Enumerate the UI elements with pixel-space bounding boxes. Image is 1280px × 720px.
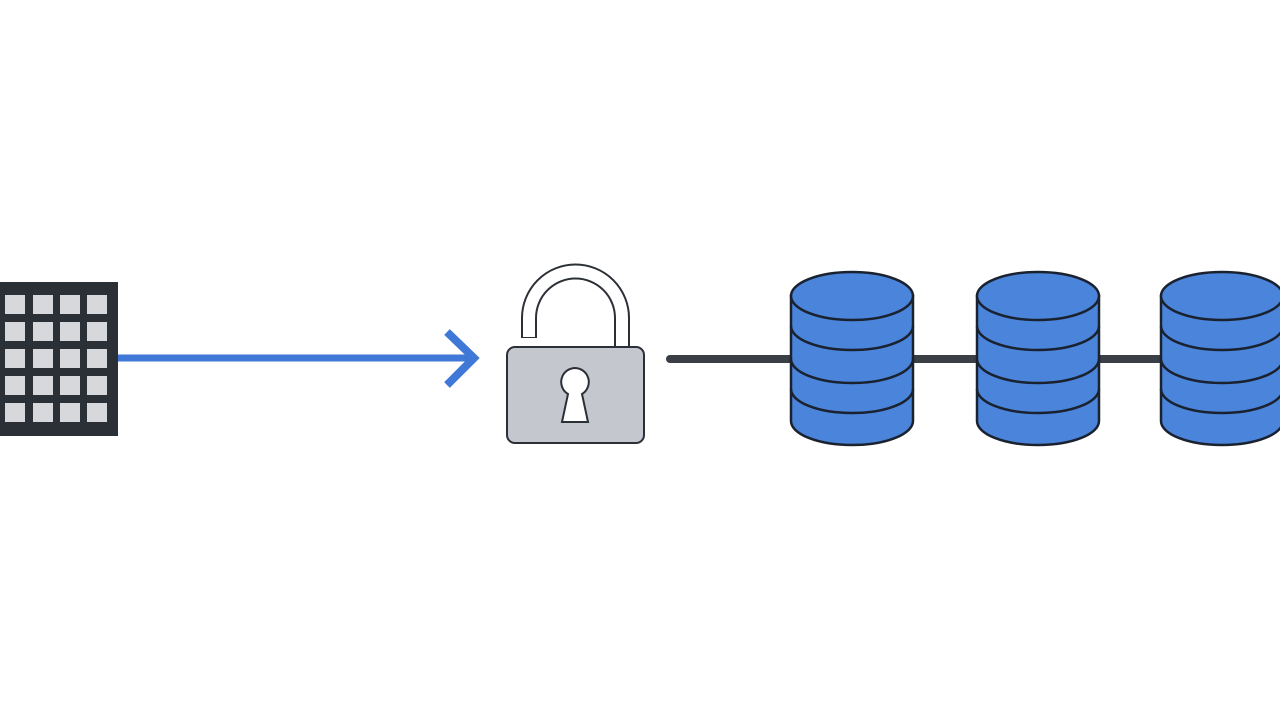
building-window: [87, 376, 107, 395]
database-band: [1159, 388, 1280, 415]
arrow-connector: [118, 329, 480, 388]
database-band: [789, 388, 915, 415]
database-icon: [1159, 270, 1280, 447]
building-window: [87, 349, 107, 368]
database-band: [975, 388, 1101, 415]
database-body: [1159, 294, 1280, 447]
arrow-head: [444, 329, 480, 388]
building-icon: [0, 282, 118, 436]
database-band: [975, 325, 1101, 352]
building-window: [5, 322, 25, 341]
building-window: [5, 295, 25, 314]
building-window: [33, 403, 53, 422]
building-window: [5, 376, 25, 395]
database-top: [789, 270, 915, 322]
building-window: [33, 376, 53, 395]
building-window: [87, 322, 107, 341]
building-window: [5, 349, 25, 368]
shackle: [523, 265, 628, 350]
database-band: [1159, 325, 1280, 352]
building-window: [33, 322, 53, 341]
building-window: [33, 349, 53, 368]
database-band: [975, 358, 1101, 385]
building-window: [60, 349, 80, 368]
building-window: [87, 295, 107, 314]
building-window: [87, 403, 107, 422]
building-window: [33, 295, 53, 314]
database-icon: [975, 270, 1101, 447]
building-window: [60, 322, 80, 341]
database-band: [789, 358, 915, 385]
building-window: [60, 376, 80, 395]
database-top: [975, 270, 1101, 322]
building-window: [5, 403, 25, 422]
building-window: [60, 295, 80, 314]
building-window: [60, 403, 80, 422]
keyhole-icon: [560, 366, 590, 423]
database-band: [1159, 358, 1280, 385]
database-top: [1159, 270, 1280, 322]
database-band: [789, 325, 915, 352]
open-padlock-icon: [506, 263, 645, 444]
database-body: [975, 294, 1101, 447]
database-body: [789, 294, 915, 447]
database-icon: [789, 270, 915, 447]
